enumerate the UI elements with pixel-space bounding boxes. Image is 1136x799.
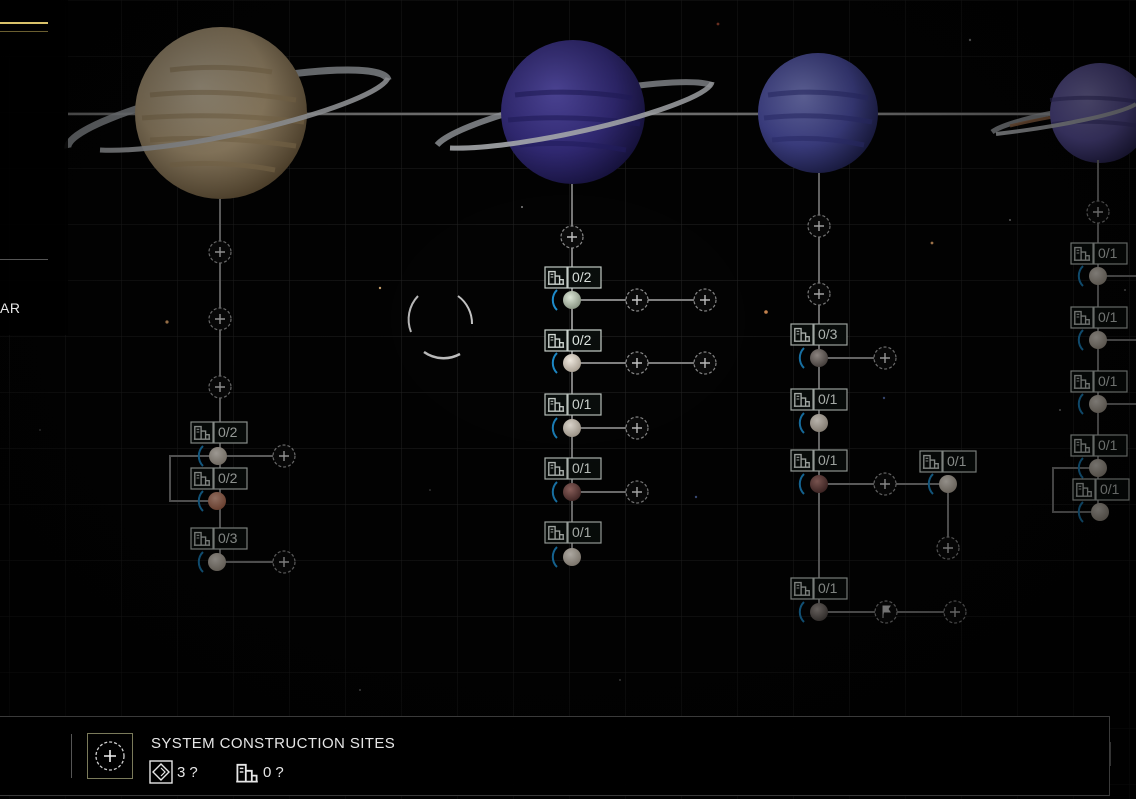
construction-sites-footer: SYSTEM CONSTRUCTION SITES 3 ? 0 ? <box>0 716 1110 796</box>
side-panel-divider <box>0 259 48 260</box>
construction-site-label[interactable]: 0/1 <box>1072 478 1130 501</box>
construction-icon <box>236 763 258 783</box>
construction-site-count: 0/1 <box>818 391 838 407</box>
construction-site-count: 0/1 <box>818 580 838 596</box>
add-icon[interactable] <box>873 472 897 496</box>
construction-site-count: 0/1 <box>1098 245 1118 261</box>
add-icon[interactable] <box>625 288 649 312</box>
construction-site-label[interactable]: 0/2 <box>544 266 602 289</box>
construction-site-count: 0/2 <box>218 470 238 486</box>
add-icon[interactable] <box>560 225 584 249</box>
add-icon[interactable] <box>807 282 831 306</box>
space-sites-count: 3 <box>177 763 186 781</box>
footer-title: SYSTEM CONSTRUCTION SITES <box>151 735 396 752</box>
add-icon[interactable] <box>208 240 232 264</box>
space-sites-status: ? <box>189 763 198 781</box>
construction-site-count: 0/1 <box>1100 481 1120 497</box>
add-icon <box>95 741 125 771</box>
construction-site-count: 0/1 <box>572 396 592 412</box>
construction-site-count: 0/1 <box>1098 437 1118 453</box>
add-icon[interactable] <box>807 214 831 238</box>
add-icon[interactable] <box>272 550 296 574</box>
construction-site-label[interactable]: 0/1 <box>790 388 848 411</box>
add-icon[interactable] <box>693 351 717 375</box>
footer-edge <box>1110 742 1111 766</box>
construction-site-label[interactable]: 0/2 <box>190 421 248 444</box>
space-sites-stat: 3 ? <box>149 760 198 784</box>
add-icon[interactable] <box>625 416 649 440</box>
construction-site-count: 0/1 <box>1098 309 1118 325</box>
construction-site-label[interactable]: 0/1 <box>790 449 848 472</box>
add-icon[interactable] <box>208 307 232 331</box>
add-icon[interactable] <box>625 351 649 375</box>
construction-site-label[interactable]: 0/1 <box>1070 434 1128 457</box>
construction-site-label[interactable]: 0/2 <box>544 329 602 352</box>
construction-site-count: 0/1 <box>1098 373 1118 389</box>
construction-site-count: 0/1 <box>818 452 838 468</box>
add-icon[interactable] <box>625 480 649 504</box>
ground-sites-count: 0 <box>263 763 272 781</box>
side-panel-label[interactable]: AR <box>0 300 21 316</box>
construction-site-count: 0/2 <box>572 269 592 285</box>
footer-divider <box>71 734 72 778</box>
planet-gas-giant-blue[interactable] <box>758 53 878 173</box>
construction-site-label[interactable]: 0/1 <box>1070 370 1128 393</box>
add-icon[interactable] <box>873 346 897 370</box>
construction-site-label[interactable]: 0/1 <box>1070 306 1128 329</box>
construction-site-label[interactable]: 0/1 <box>790 577 848 600</box>
add-icon[interactable] <box>943 600 967 624</box>
space-station-icon <box>149 760 173 784</box>
side-panel-accent <box>0 22 48 24</box>
construction-site-label[interactable]: 0/1 <box>544 521 602 544</box>
construction-site-count: 0/2 <box>572 332 592 348</box>
construction-site-label[interactable]: 0/1 <box>1070 242 1128 265</box>
side-panel-accent-line <box>0 31 48 32</box>
construction-site-count: 0/2 <box>218 424 238 440</box>
construction-site-count: 0/1 <box>572 460 592 476</box>
construction-site-label[interactable]: 0/3 <box>190 527 248 550</box>
construction-site-count: 0/3 <box>818 326 838 342</box>
construction-site-label[interactable]: 0/1 <box>544 393 602 416</box>
construction-site-label[interactable]: 0/2 <box>190 467 248 490</box>
add-icon[interactable] <box>936 536 960 560</box>
add-icon[interactable] <box>272 444 296 468</box>
add-icon[interactable] <box>208 375 232 399</box>
flag-icon[interactable] <box>874 600 898 624</box>
ground-sites-status: ? <box>275 763 284 781</box>
construction-site-count: 0/1 <box>572 524 592 540</box>
side-panel: AR <box>0 0 68 335</box>
construction-site-label[interactable]: 0/1 <box>919 450 977 473</box>
construction-site-count: 0/1 <box>947 453 967 469</box>
add-construction-site-button[interactable] <box>87 733 133 779</box>
ground-sites-stat: 0 ? <box>235 761 284 783</box>
add-icon[interactable] <box>1086 200 1110 224</box>
construction-site-label[interactable]: 0/3 <box>790 323 848 346</box>
construction-site-label[interactable]: 0/1 <box>544 457 602 480</box>
construction-site-count: 0/3 <box>218 530 238 546</box>
add-icon[interactable] <box>693 288 717 312</box>
